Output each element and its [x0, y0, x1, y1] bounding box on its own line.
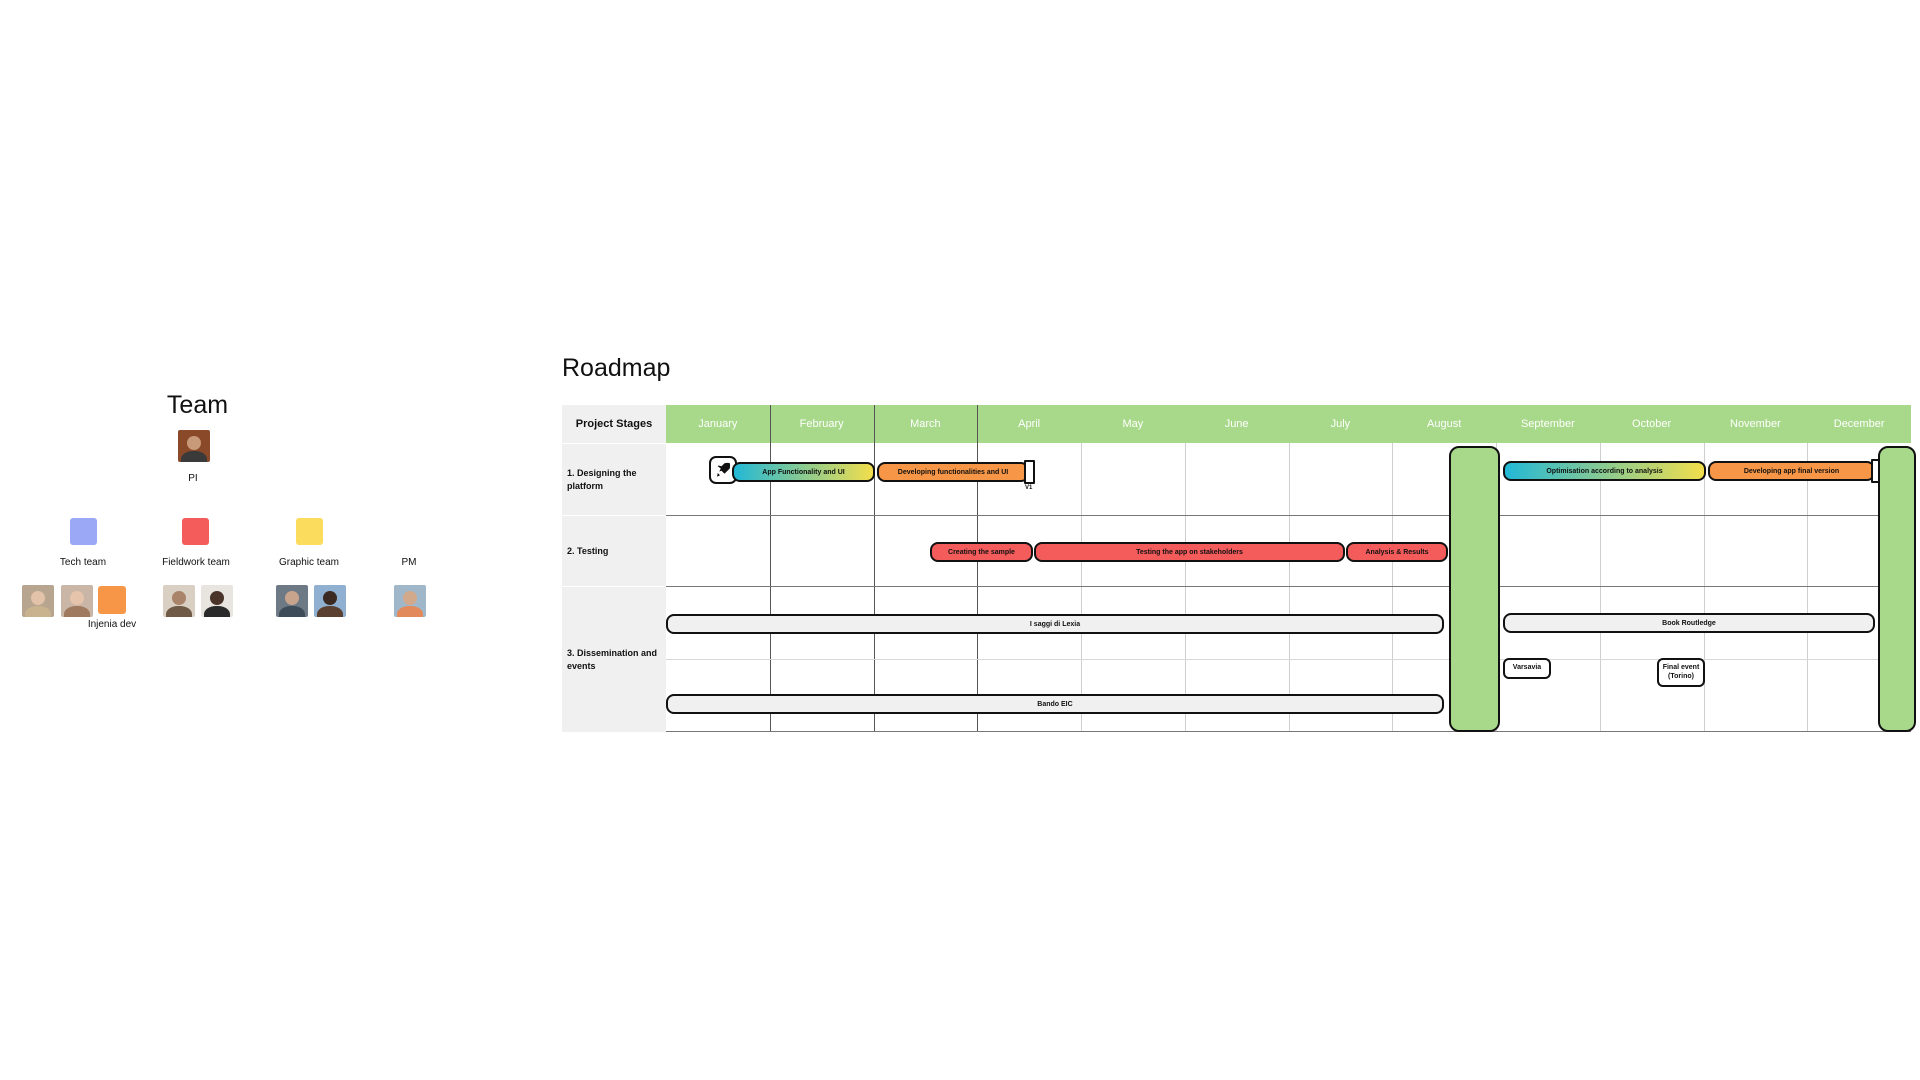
roadmap-title: Roadmap [562, 354, 670, 383]
month-header-july: July [1289, 405, 1393, 443]
tech-team-swatch [70, 518, 97, 545]
graphic-team-swatch [296, 518, 323, 545]
grid-vline [1289, 443, 1290, 732]
fieldwork-member-avatar [163, 585, 195, 617]
task-optimisation: Optimisation according to analysis [1503, 461, 1706, 481]
task-creating-sample: Creating the sample [930, 542, 1033, 562]
event-final: Final event (Torino) [1657, 658, 1705, 687]
month-header-may: May [1081, 405, 1185, 443]
grid-vline [874, 405, 875, 732]
fieldwork-team-label: Fieldwork team [141, 557, 251, 568]
tech-member-avatar [61, 585, 93, 617]
grid-vline [770, 405, 771, 732]
fieldwork-member-avatar [201, 585, 233, 617]
month-header-april: April [977, 405, 1081, 443]
stage-dissemination: 3. Dissemination and events [562, 587, 666, 732]
task-developing-functionalities: Developing functionalities and UI [877, 462, 1029, 482]
injenia-swatch [98, 586, 126, 614]
grid-vline [977, 405, 978, 732]
august-pillar [1449, 446, 1500, 732]
tech-member-avatar [22, 585, 54, 617]
month-header-june: June [1185, 405, 1289, 443]
month-header-march: March [874, 405, 978, 443]
pi-avatar [178, 430, 210, 462]
grid-hline [666, 586, 1911, 587]
task-analysis-results: Analysis & Results [1346, 542, 1448, 562]
task-app-functionality: App Functionality and UI [732, 462, 875, 482]
grid-vline [1081, 443, 1082, 732]
grid-hline [666, 659, 1911, 660]
month-header-november: November [1704, 405, 1808, 443]
task-saggi-lexia: I saggi di Lexia [666, 614, 1444, 634]
fieldwork-team-swatch [182, 518, 209, 545]
pm-avatar [394, 585, 426, 617]
stage-testing: 2. Testing [562, 516, 666, 586]
stage-designing: 1. Designing the platform [562, 444, 666, 515]
pm-label: PM [354, 557, 464, 568]
task-bando-eic: Bando EIC [666, 694, 1444, 714]
task-testing-app: Testing the app on stakeholders [1034, 542, 1345, 562]
injenia-label: Injenia dev [57, 619, 167, 630]
team-title: Team [150, 391, 245, 420]
month-header-december: December [1807, 405, 1911, 443]
month-header-january: January [666, 405, 770, 443]
month-header-september: September [1496, 405, 1600, 443]
rocket-icon [714, 461, 732, 479]
grid-vline [1600, 443, 1601, 732]
month-header-august: August [1392, 405, 1496, 443]
event-varsavia: Varsavia [1503, 658, 1551, 679]
graphic-team-label: Graphic team [254, 557, 364, 568]
task-developing-final: Developing app final version [1708, 461, 1875, 481]
grid-vline [1704, 443, 1705, 732]
task-book-routledge: Book Routledge [1503, 613, 1875, 633]
grid-vline [1392, 443, 1393, 732]
grid-hline [666, 515, 1911, 516]
month-header-october: October [1600, 405, 1704, 443]
pi-label: PI [138, 473, 248, 484]
header-project-stages: Project Stages [562, 405, 666, 443]
tech-team-label: Tech team [28, 557, 138, 568]
grid-vline [1807, 443, 1808, 732]
graphic-member-avatar [276, 585, 308, 617]
grid-vline [1185, 443, 1186, 732]
graphic-member-avatar [314, 585, 346, 617]
v1-label: V1 [1025, 485, 1032, 491]
december-pillar [1878, 446, 1916, 732]
month-header-february: February [770, 405, 874, 443]
v1-milestone [1024, 460, 1035, 484]
grid-hline [666, 731, 1911, 732]
